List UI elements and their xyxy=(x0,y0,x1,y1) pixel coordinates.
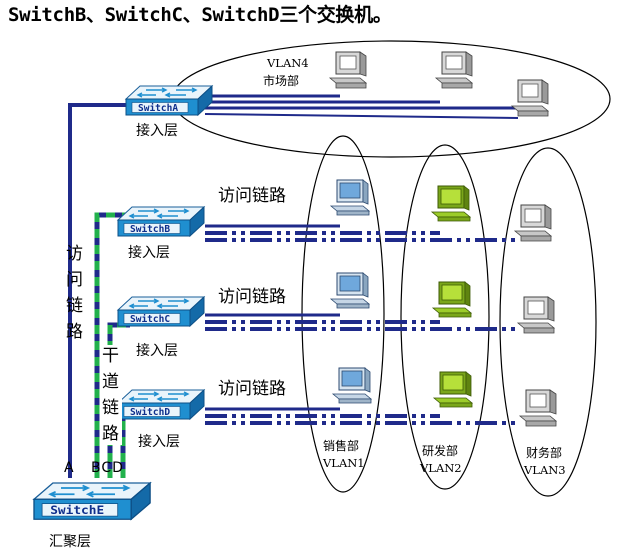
computer-icon xyxy=(332,367,372,404)
svg-text:路: 路 xyxy=(66,322,83,342)
svg-text:问: 问 xyxy=(66,270,83,290)
switch-d: SwitchD xyxy=(117,389,205,420)
computer-icon xyxy=(435,51,473,89)
access-link-label-d: 访问链路 xyxy=(218,379,286,399)
switch-b-label: SwitchB xyxy=(130,224,170,235)
switch-c-layer-label: 接入层 xyxy=(136,342,178,359)
vlan3-dept: 财务部 xyxy=(526,445,562,460)
computer-icon xyxy=(519,389,557,427)
svg-text:链: 链 xyxy=(66,296,83,316)
vlan4-dept: 市场部 xyxy=(263,73,299,88)
switchc-links xyxy=(205,313,518,331)
vlan3-ellipse xyxy=(499,147,597,497)
switchb-links xyxy=(205,224,518,242)
switch-d-label: SwitchD xyxy=(130,407,170,418)
vlan4-name: VLAN4 xyxy=(266,56,309,70)
switch-e: SwitchE xyxy=(33,482,152,521)
page-title: SwitchB、SwitchC、SwitchD三个交换机。 xyxy=(8,4,392,26)
computer-icon xyxy=(330,179,370,216)
computer-icon xyxy=(433,371,473,408)
switch-c-label: SwitchC xyxy=(130,314,170,325)
vlan1-name: VLAN1 xyxy=(322,456,365,470)
switch-a: SwitchA xyxy=(125,85,213,116)
access-link-a xyxy=(68,103,130,478)
port-a-label: A xyxy=(64,460,74,476)
vlan2-ellipse xyxy=(400,144,490,490)
switch-e-layer-label: 汇聚层 xyxy=(49,534,91,550)
computer-icon xyxy=(329,51,367,89)
switchd-links xyxy=(205,407,518,425)
svg-text:链: 链 xyxy=(102,398,119,418)
switch-e-label: SwitchE xyxy=(50,504,104,517)
vlan3-name: VLAN3 xyxy=(523,463,566,477)
computer-icon xyxy=(517,296,555,334)
computer-icon xyxy=(330,272,370,309)
vertical-access-link-label: 访 问 链 路 xyxy=(66,244,83,342)
switch-d-layer-label: 接入层 xyxy=(138,433,180,450)
switch-a-label: SwitchA xyxy=(138,103,178,114)
access-link-label-c: 访问链路 xyxy=(218,287,286,307)
computer-icon xyxy=(432,281,472,318)
port-bcd-label: BCD xyxy=(91,460,124,476)
computer-icon xyxy=(431,185,471,222)
svg-text:路: 路 xyxy=(102,424,119,444)
svg-text:访: 访 xyxy=(66,244,83,264)
vlan2-name: VLAN2 xyxy=(419,461,462,475)
switch-c: SwitchC xyxy=(117,296,205,327)
svg-text:道: 道 xyxy=(102,372,119,392)
vertical-trunk-link-label: 干 道 链 路 xyxy=(100,345,122,445)
switch-b-layer-label: 接入层 xyxy=(128,244,170,261)
switch-a-layer-label: 接入层 xyxy=(136,122,178,139)
svg-text:干: 干 xyxy=(102,346,119,366)
vlan1-dept: 销售部 xyxy=(323,438,359,453)
computer-icon xyxy=(511,79,549,117)
switch-b: SwitchB xyxy=(117,206,205,237)
vlan2-dept: 研发部 xyxy=(422,443,458,458)
computer-icon xyxy=(514,204,552,242)
vlan4-links xyxy=(204,94,519,119)
access-link-label-b: 访问链路 xyxy=(218,186,286,206)
